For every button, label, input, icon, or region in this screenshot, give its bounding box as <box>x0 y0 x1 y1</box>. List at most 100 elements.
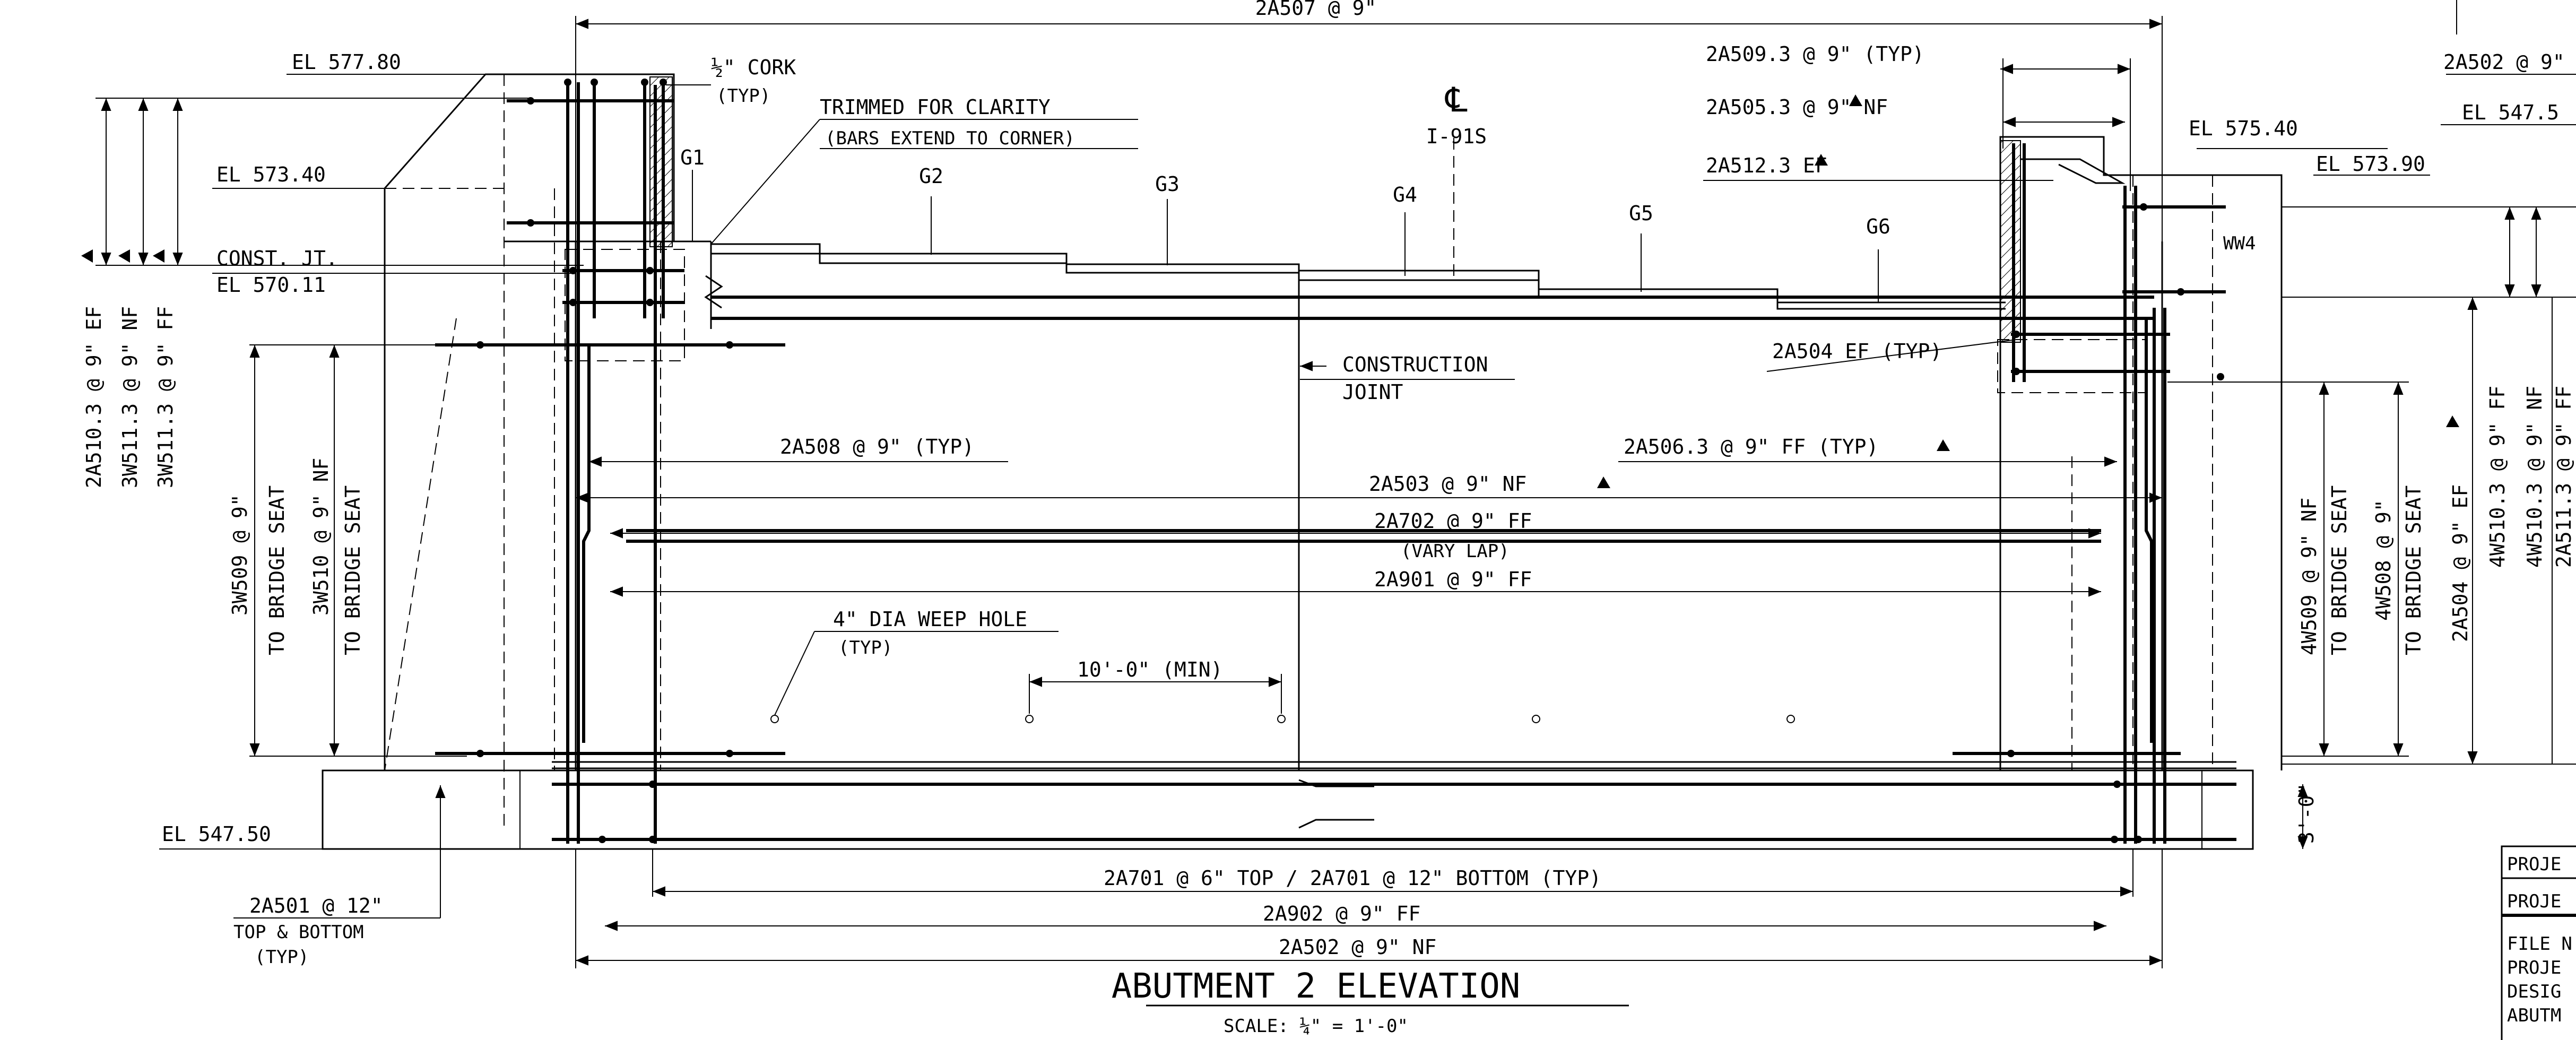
v-label-l2: 3W511.3 @ 9" NF <box>118 306 142 488</box>
weep-typ-label: (TYP) <box>838 637 892 658</box>
v-label-l3: 3W511.3 @ 9" FF <box>154 306 177 488</box>
v-label-l1: 2A510.3 @ 9" EF <box>82 306 106 488</box>
rebar-right <box>1953 143 2226 844</box>
v-label-l5: TO BRIDGE SEAT <box>265 486 289 655</box>
a702-label: 2A702 @ 9" FF <box>1374 509 1532 533</box>
right-leaders <box>1703 58 2576 372</box>
rebar-dots <box>476 79 2224 843</box>
el-570-label: EL 570.11 <box>216 273 326 297</box>
title-block: PROJE PROJE FILE N PROJE DESIG ABUTM <box>2501 845 2576 1040</box>
left-leaders <box>159 74 1879 850</box>
triangle-icon <box>2446 415 2459 427</box>
trimmed-label-1: TRIMMED FOR CLARITY <box>820 96 1051 119</box>
triangle-markers <box>81 94 2459 488</box>
v-label-r3: 4W508 @ 9" <box>2372 499 2395 621</box>
el-573-40-label: EL 573.40 <box>216 163 326 186</box>
a503-label: 2A503 @ 9" NF <box>1369 472 1526 496</box>
weep-hole-icon <box>1786 715 1795 723</box>
footing <box>322 769 2254 850</box>
tb-row-3: FILE N <box>2507 933 2572 955</box>
weep-hole-icon <box>1277 715 1286 723</box>
trimmed-label-2: (BARS EXTEND TO CORNER) <box>825 128 1075 149</box>
tb-row-4: PROJE <box>2507 957 2561 978</box>
v-label-r5: 2A504 @ 9" EF <box>2449 484 2472 642</box>
ten-ft-label: 10'-0" (MIN) <box>1077 658 1223 681</box>
weep-holes <box>770 631 1795 723</box>
el-547-left-label: EL 547.50 <box>162 822 271 846</box>
v-label-r6: 4W510.3 @ 9" FF <box>2486 386 2509 568</box>
triangle-icon <box>81 249 93 263</box>
a902-label: 2A902 @ 9" FF <box>1263 902 1420 925</box>
top-dimension: 2A507 @ 9" <box>575 0 2163 276</box>
a508-label: 2A508 @ 9" (TYP) <box>780 435 974 458</box>
el-575-label: EL 575.40 <box>2189 117 2298 140</box>
v-label-r2: TO BRIDGE SEAT <box>2328 486 2351 655</box>
drawing-title: ABUTMENT 2 ELEVATION SCALE: ¼" = 1'-0" <box>1112 967 1629 1037</box>
scale-label: SCALE: ¼" = 1'-0" <box>1224 1016 1408 1037</box>
girder-label: G5 <box>1629 202 1653 225</box>
triangle-icon <box>118 249 130 263</box>
left-rotated-labels: 2A510.3 @ 9" EF 3W511.3 @ 9" NF 3W511.3 … <box>82 306 365 655</box>
a701-label: 2A701 @ 6" TOP / 2A701 @ 12" BOTTOM (TYP… <box>1104 866 1601 890</box>
triangle-icon <box>1937 439 1950 451</box>
cork-typ-label: (TYP) <box>716 85 770 107</box>
girder-label: G2 <box>919 164 943 188</box>
a506-label: 2A506.3 @ 9" FF (TYP) <box>1624 435 1878 458</box>
vary-lap-label: (VARY LAP) <box>1401 541 1510 562</box>
ww4-label: WW4 <box>2223 233 2256 254</box>
el-577-label: EL 577.80 <box>292 50 401 74</box>
a901-label: 2A901 @ 9" FF <box>1374 568 1532 591</box>
v-label-l4: 3W509 @ 9" <box>228 494 251 616</box>
weep-hole-icon <box>770 715 779 723</box>
weep-hole-icon <box>1025 715 1034 723</box>
r-2a504-label: 2A504 EF (TYP) <box>1772 340 1942 363</box>
v-label-l6: 3W510 @ 9" NF <box>309 458 333 616</box>
stem-labels: 2A508 @ 9" (TYP) 2A506.3 @ 9" FF (TYP) 2… <box>780 435 1878 959</box>
weep-hole-icon <box>1532 715 1540 723</box>
construction-label: CONSTRUCTION <box>1342 353 1488 376</box>
r-2a505-label: 2A505.3 @ 9" NF <box>1706 96 1888 119</box>
left-wingwall <box>384 73 723 828</box>
tb-row-1: PROJE <box>2507 854 2561 875</box>
a502-label: 2A502 @ 9" NF <box>1279 935 1436 959</box>
const-jt-label: CONST. JT. <box>216 247 338 270</box>
tb-row-5: DESIG <box>2507 981 2561 1002</box>
r-2a502-edge-label: 2A502 @ 9" <box>2443 50 2565 74</box>
rebar-left <box>435 82 785 844</box>
el-573-90-label: EL 573.90 <box>2316 152 2425 176</box>
rebar-stem-horizontal <box>626 529 2101 543</box>
v-label-r8: 2A511.3 @ 9" FF <box>2552 386 2575 568</box>
title-label: ABUTMENT 2 ELEVATION <box>1112 967 1521 1006</box>
a501-label-3: (TYP) <box>255 947 309 968</box>
triangle-icon <box>153 249 164 263</box>
cork-label: ½" CORK <box>711 56 796 79</box>
triangle-icon <box>1849 94 1862 106</box>
right-labels: 2A509.3 @ 9" (TYP) 2A505.3 @ 9" NF 2A512… <box>1342 42 2565 404</box>
el-547-right-label: EL 547.5 <box>2462 101 2559 124</box>
girder-label: G4 <box>1393 183 1417 206</box>
abutment-stem <box>552 241 2236 829</box>
a501-label: 2A501 @ 12" <box>249 894 383 917</box>
cl-route-label: I-91S <box>1426 125 1487 148</box>
r-2a509-label: 2A509.3 @ 9" (TYP) <box>1706 42 1924 66</box>
v-label-l7: TO BRIDGE SEAT <box>341 486 365 655</box>
joint-label: JOINT <box>1342 380 1403 404</box>
girder-labels: G1 G2 G3 G4 G5 G6 ℄ I-91S <box>680 81 1890 238</box>
left-vertical-dims <box>96 98 584 918</box>
three-ft-label: 3'-0" <box>2295 783 2318 844</box>
r-2a512-label: 2A512.3 EF <box>1706 154 1827 177</box>
v-label-r1: 4W509 @ 9" NF <box>2297 498 2321 655</box>
v-label-r7: 4W510.3 @ 9" NF <box>2523 386 2546 568</box>
centerline-icon: ℄ <box>1444 81 1467 120</box>
weep-label: 4" DIA WEEP HOLE <box>833 608 1027 631</box>
right-rotated-labels: 4W509 @ 9" NF TO BRIDGE SEAT 4W508 @ 9" … <box>2295 386 2575 844</box>
triangle-icon <box>1597 476 1610 488</box>
triangle-icon <box>1815 154 1828 166</box>
v-label-r4: TO BRIDGE SEAT <box>2402 486 2425 655</box>
top-dim-label: 2A507 @ 9" <box>1255 0 1377 20</box>
stem-dimension-lines <box>575 456 2163 968</box>
right-wingwall <box>1997 136 2283 770</box>
girder-label: G1 <box>680 146 705 169</box>
girder-label: G3 <box>1155 172 1179 196</box>
